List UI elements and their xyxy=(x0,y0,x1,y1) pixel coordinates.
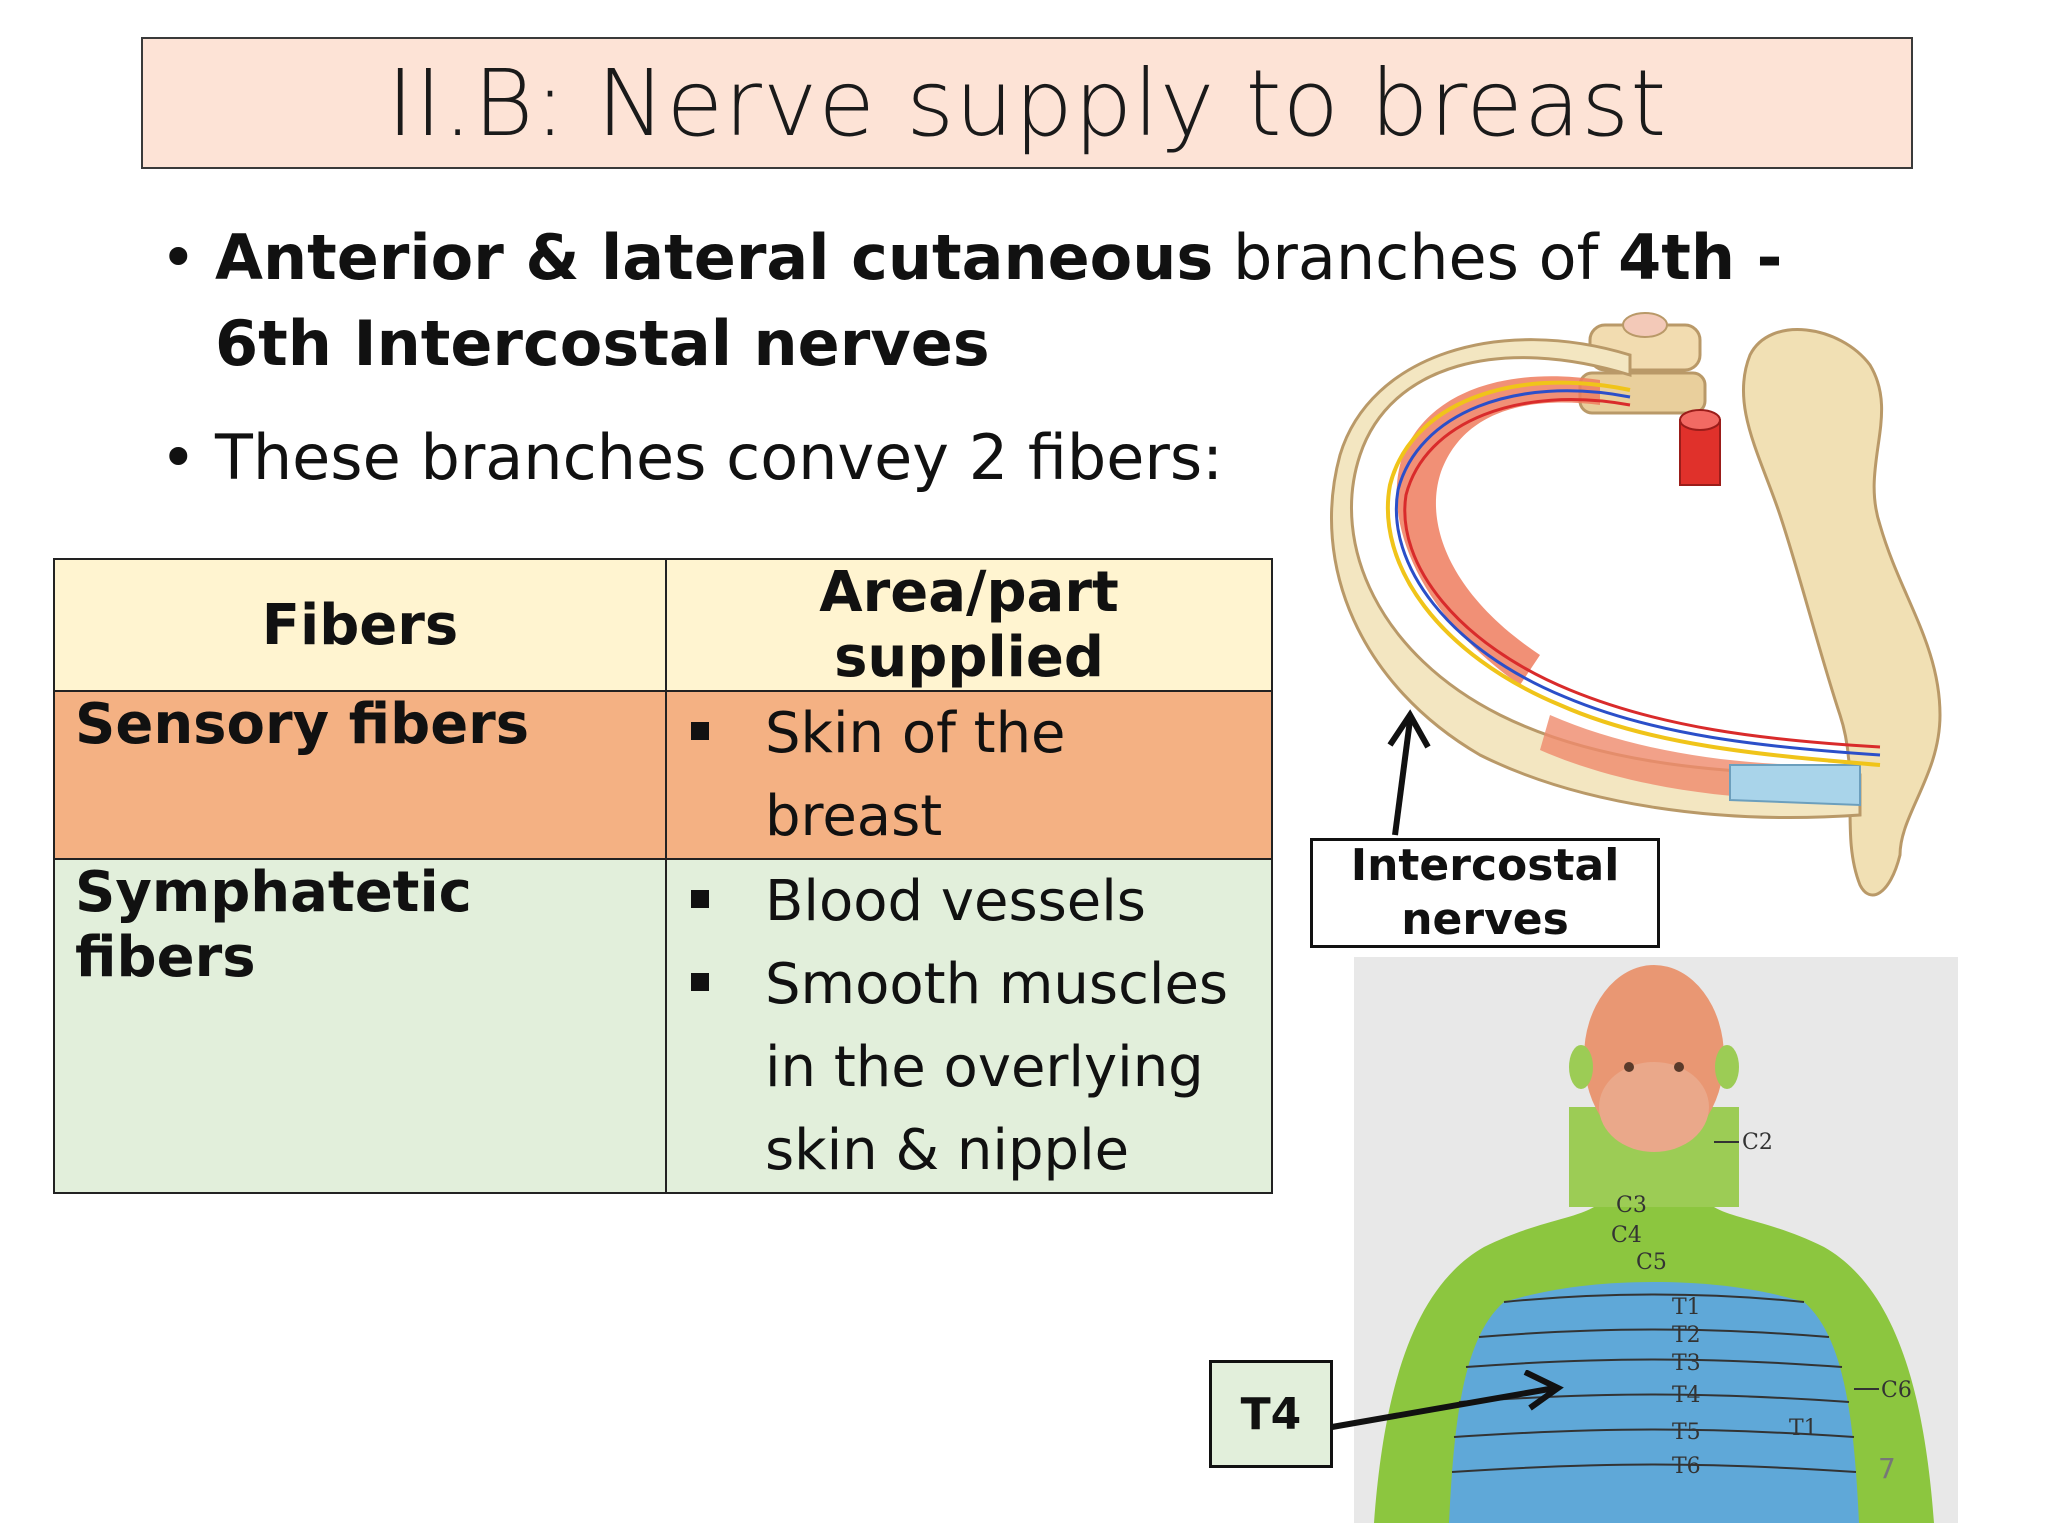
slide-title: II.B: Nerve supply to breast xyxy=(386,49,1668,157)
vein-path xyxy=(1395,389,1881,757)
label-t5: T5 xyxy=(1672,1420,1701,1445)
label-t1-arm: T1 xyxy=(1789,1416,1818,1441)
table-row: Symphatetic fibers Blood vessels Smooth … xyxy=(53,858,1273,1194)
bullet-2: • These branches convey 2 fibers: xyxy=(160,415,1920,501)
ear-shape xyxy=(1569,1045,1593,1089)
dermatome-illustration: C2 C3 C4 C5 T1 T2 T3 T4 T5 T6 C6 T1 xyxy=(1354,957,1958,1523)
label-c2: C2 xyxy=(1742,1130,1773,1155)
fiber-cell: Symphatetic fibers xyxy=(53,858,667,1194)
arrow-line xyxy=(1392,719,1413,836)
label-c6: C6 xyxy=(1881,1378,1912,1403)
table-header-row: Fibers Area/part supplied xyxy=(53,558,1273,692)
list-item-text: Skin of the breast xyxy=(765,701,1066,849)
intercostal-nerves-label: Intercostal nerves xyxy=(1310,838,1660,948)
square-bullet-icon xyxy=(691,973,709,991)
face-shape xyxy=(1599,1062,1709,1152)
header-fibers: Fibers xyxy=(53,558,667,692)
arrow-head-icon xyxy=(1523,1370,1564,1411)
page-number: 7 xyxy=(1878,1452,1896,1485)
bullet-list: • Anterior & lateral cutaneous branches … xyxy=(160,215,1920,501)
title-box: II.B: Nerve supply to breast xyxy=(141,37,1913,169)
area-cell: Blood vessels Smooth muscles in the over… xyxy=(665,858,1273,1194)
area-cell: Skin of the breast xyxy=(665,690,1273,860)
bullet-2-text: These branches convey 2 fibers: xyxy=(215,421,1224,494)
label-c3: C3 xyxy=(1616,1193,1647,1218)
fiber-cell: Sensory fibers xyxy=(53,690,667,860)
bullet-1-bold-b: 4th - 6th Intercostal nerves xyxy=(215,221,1783,380)
header-area: Area/part supplied xyxy=(665,558,1273,692)
label-t3: T3 xyxy=(1672,1351,1701,1376)
aorta-shape xyxy=(1679,409,1721,486)
label-c5: C5 xyxy=(1636,1250,1667,1275)
table-row: Sensory fibers Skin of the breast xyxy=(53,690,1273,860)
rib-illustration xyxy=(1330,312,1942,897)
label-c4: C4 xyxy=(1611,1223,1642,1248)
label-t2: T2 xyxy=(1672,1323,1701,1348)
list-item: Smooth muscles in the overlying skin & n… xyxy=(687,943,1251,1192)
list-item: Blood vessels xyxy=(687,860,1251,943)
label-t4: T4 xyxy=(1672,1383,1701,1408)
t4-label: T4 xyxy=(1209,1360,1333,1468)
square-bullet-icon xyxy=(691,722,709,740)
arrow-line xyxy=(1331,1385,1556,1430)
bullet-1: • Anterior & lateral cutaneous branches … xyxy=(160,215,1920,387)
artery-path xyxy=(1403,398,1881,749)
sternum-shape xyxy=(1741,328,1942,897)
bullet-dot: • xyxy=(160,221,197,294)
chest-blue-shape xyxy=(1449,1282,1859,1523)
bullet-dot: • xyxy=(160,421,197,494)
fibers-table: Fibers Area/part supplied Sensory fibers… xyxy=(53,558,1273,1194)
nerve-path xyxy=(1385,380,1881,767)
dermatome-bands xyxy=(1451,1293,1857,1473)
square-bullet-icon xyxy=(691,890,709,908)
label-t6: T6 xyxy=(1672,1454,1701,1479)
costal-cartilage-shape xyxy=(1729,764,1861,807)
eye-shape xyxy=(1624,1062,1634,1072)
label-t1: T1 xyxy=(1672,1295,1701,1320)
bullet-1-bold-a: Anterior & lateral cutaneous xyxy=(215,221,1214,294)
list-item-text: Blood vessels xyxy=(765,869,1146,934)
bullet-1-normal: branches of xyxy=(1213,221,1619,294)
t4-arrow xyxy=(1331,1370,1564,1430)
arrow-head-icon xyxy=(1387,709,1431,749)
ear-shape xyxy=(1715,1045,1739,1089)
eye-shape xyxy=(1674,1062,1684,1072)
list-item: Skin of the breast xyxy=(687,692,1251,858)
rib-shape xyxy=(1330,338,1862,819)
list-item-text: Smooth muscles in the overlying skin & n… xyxy=(765,952,1229,1183)
